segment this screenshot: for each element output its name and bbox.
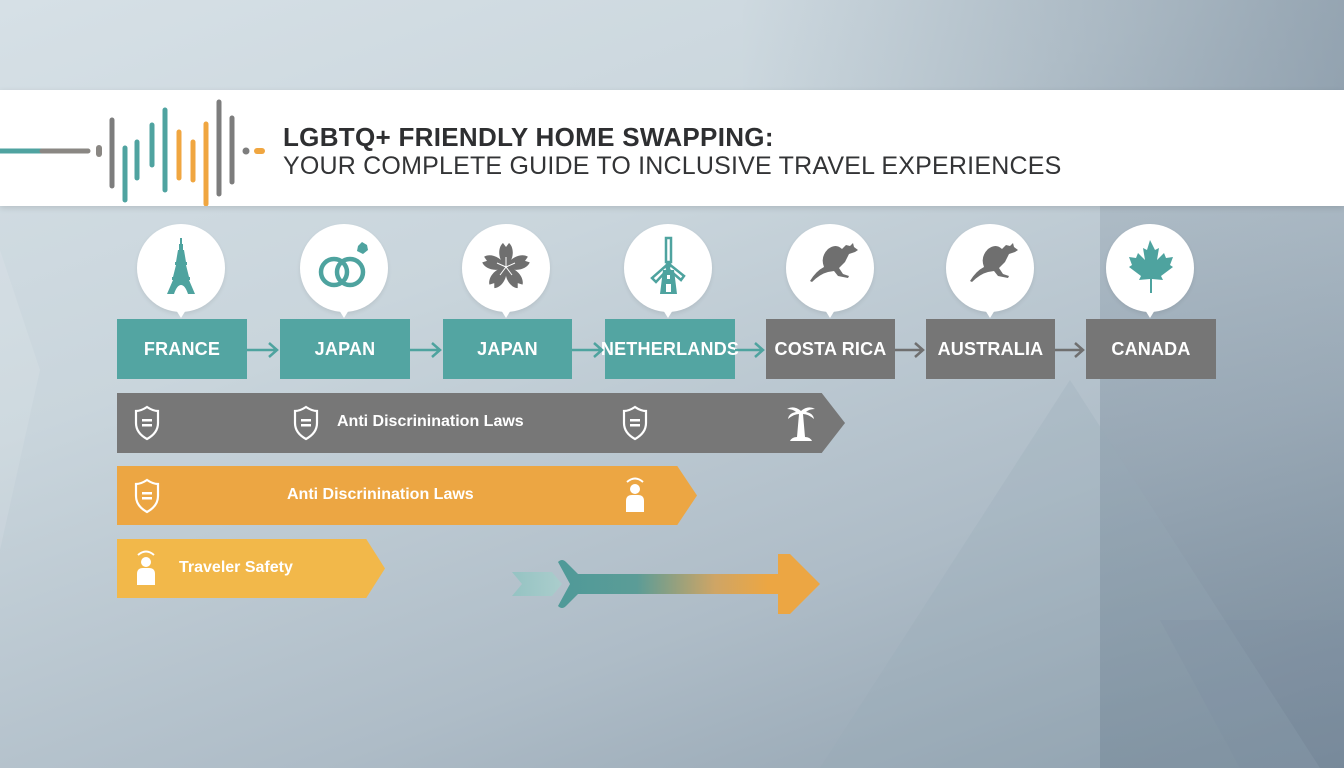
bar-label: Traveler Safety [179,559,293,576]
shield-icon [134,478,160,514]
shield-icon [293,405,319,441]
background-facet [0,250,40,550]
bar-label: Anti Discrinination Laws [287,486,474,503]
pin-france [137,224,225,318]
bar-label: Anti Discrinination Laws [337,413,524,430]
bar-anti-discrimination-orange: Anti Discrinination Laws [117,466,697,525]
arrow-right-icon [895,342,925,358]
pin-canada [1106,224,1194,318]
country-box-japan-2[interactable]: JAPAN [443,319,572,379]
arrow-right-icon [410,342,442,358]
kangaroo-icon [970,243,1018,282]
progress-arrow-icon [512,554,820,614]
country-box-costa-rica[interactable]: COSTA RICA [766,319,895,379]
background-facet [1160,620,1344,768]
country-box-canada[interactable]: CANADA [1086,319,1216,379]
arrow-right-icon [572,342,604,358]
maple-leaf-icon [1129,240,1173,293]
header-banner: LGBTQ+ FRIENDLY HOME SWAPPING: YOUR COMP… [0,90,1344,206]
palm-tree-icon [787,407,815,441]
page-title: LGBTQ+ FRIENDLY HOME SWAPPING: [283,122,774,152]
arrow-right-icon [1055,342,1085,358]
bar-traveler-safety: Traveler Safety [117,539,385,598]
sound-wave-icon [0,99,265,206]
pin-australia [946,224,1034,318]
page-subtitle: YOUR COMPLETE GUIDE TO INCLUSIVE TRAVEL … [283,152,1062,180]
bar-anti-discrimination-gray: Anti Discrinination Laws [117,393,845,453]
country-box-france[interactable]: FRANCE [117,319,247,379]
arrow-right-icon [247,342,279,358]
pin-japan-2 [462,224,550,318]
arrow-right-icon [735,342,765,358]
cherry-blossom-icon [482,243,530,289]
traveler-icon [137,550,155,585]
background-facet [820,380,1320,768]
kangaroo-icon [810,243,858,282]
pin-costa-rica [786,224,874,318]
pin-netherlands [624,224,712,318]
country-box-japan[interactable]: JAPAN [280,319,410,379]
pin-japan-1 [300,224,388,318]
shield-icon [134,405,160,441]
background-gradient [0,0,1344,100]
country-box-australia[interactable]: AUSTRALIA [926,319,1055,379]
eiffel-tower-icon [167,238,195,294]
wedding-rings-icon [318,242,368,288]
country-box-netherlands[interactable]: NETHERLANDS [601,319,739,379]
traveler-icon [626,477,644,512]
shield-icon [622,405,648,441]
windmill-icon [650,236,686,294]
